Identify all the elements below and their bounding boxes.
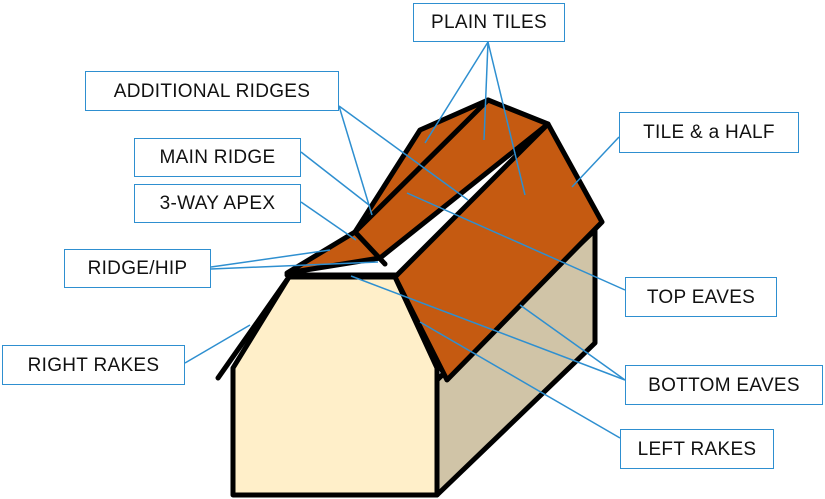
leader-plain-tiles-1 <box>424 41 489 144</box>
label-right-rakes: RIGHT RAKES <box>2 345 185 385</box>
right-rake-line <box>215 274 292 381</box>
leader-additional-ridges-2 <box>338 105 469 201</box>
leader-left-rakes <box>419 321 621 439</box>
label-main-ridge: MAIN RIDGE <box>134 138 301 177</box>
roof-front-slope <box>392 121 605 383</box>
label-top-eaves: TOP EAVES <box>625 277 777 317</box>
label-ridge-hip: RIDGE/HIP <box>64 249 211 288</box>
label-plain-tiles: PLAIN TILES <box>413 3 565 42</box>
leader-top-eaves <box>406 192 626 291</box>
leader-bottom-eaves-2 <box>350 275 626 381</box>
leader-ridge-hip-2 <box>210 261 379 270</box>
leader-bottom-eaves-1 <box>519 304 626 381</box>
leader-plain-tiles-3 <box>487 41 526 196</box>
leader-3way-apex <box>300 201 357 241</box>
leader-lines <box>184 41 626 439</box>
hip-line <box>352 229 388 267</box>
leader-right-rakes <box>184 324 251 364</box>
label-tile-and-half: TILE & a HALF <box>619 112 799 153</box>
leader-tile-half <box>571 136 620 188</box>
label-left-rakes: LEFT RAKES <box>620 429 774 469</box>
leader-additional-ridges-1 <box>338 105 373 216</box>
leader-main-ridge <box>300 151 370 206</box>
label-3-way-apex: 3-WAY APEX <box>134 184 301 223</box>
leader-plain-tiles-2 <box>483 41 489 141</box>
label-additional-ridges: ADDITIONAL RIDGES <box>85 71 339 111</box>
label-bottom-eaves: BOTTOM EAVES <box>625 365 823 405</box>
leader-ridge-hip-1 <box>210 249 331 268</box>
